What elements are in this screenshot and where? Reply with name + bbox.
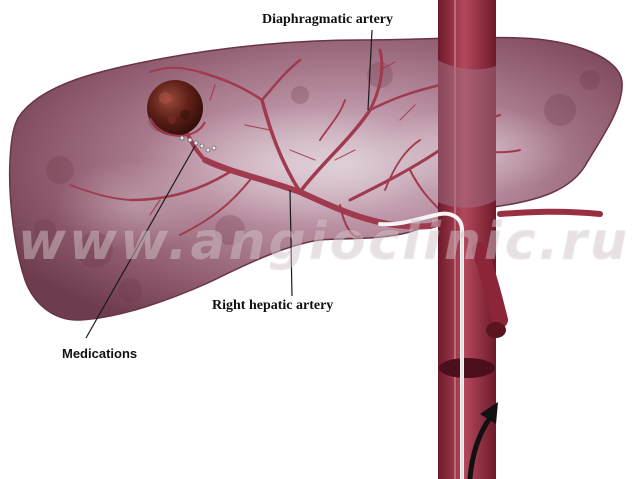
diaphragmatic-artery-label: Diaphragmatic artery: [262, 12, 393, 28]
medications-label: Medications: [62, 346, 137, 361]
watermark: www.angioclinic.ru: [18, 212, 630, 272]
right-hepatic-artery-label: Right hepatic artery: [212, 298, 333, 314]
